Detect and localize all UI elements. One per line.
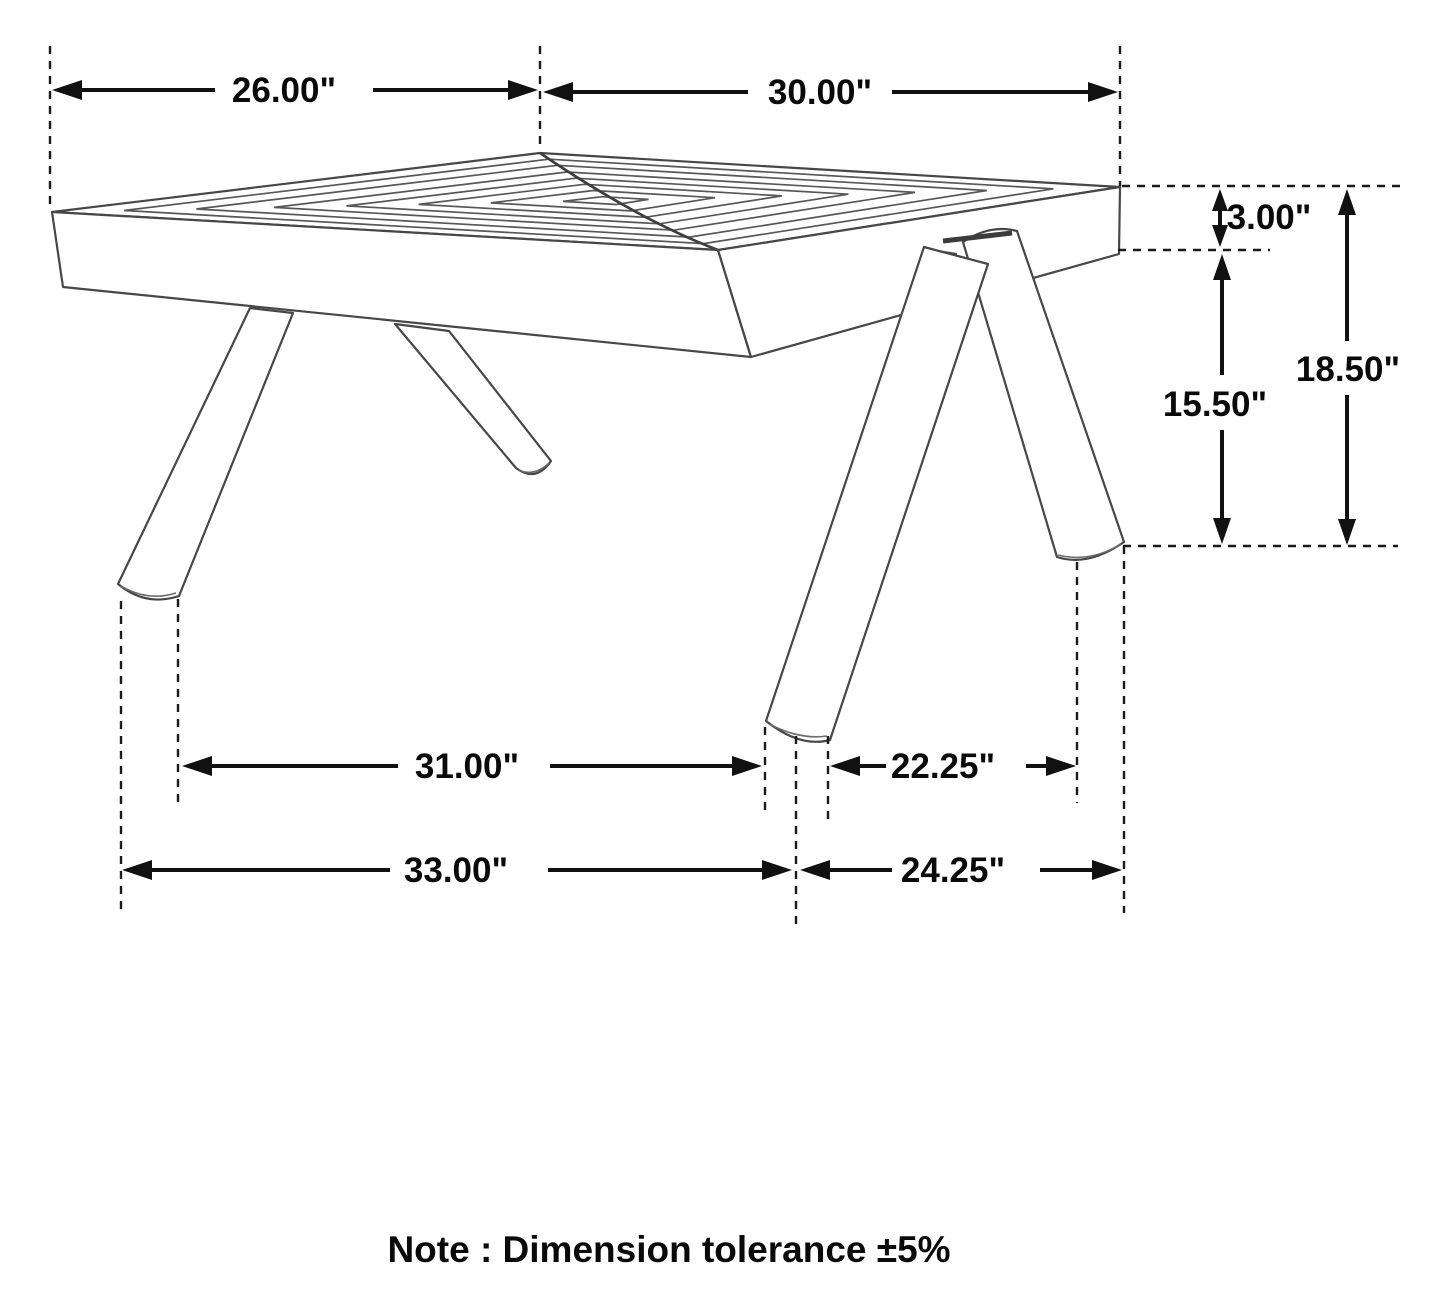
leg-cleat (942, 230, 1013, 244)
dimension-label-33: 33.00" (404, 851, 508, 890)
extension-lines (48, 46, 1400, 930)
parquet-frame-line (418, 183, 782, 219)
tabletop-parquet-pattern (124, 158, 1054, 245)
back-left-leg (393, 322, 553, 476)
front-left-foot (120, 585, 177, 598)
dimension-side-span-outer: 24.25" (800, 851, 1122, 890)
dimension-label-2425: 24.25" (901, 851, 1005, 890)
arrowhead-up-icon (1213, 254, 1231, 280)
dimension-overall-height: 18.50" (1296, 189, 1400, 545)
table-drawing (50, 151, 1126, 743)
arrowhead-up-icon (1338, 189, 1356, 215)
arrowhead-up-icon (1212, 189, 1228, 211)
dimension-label-2225: 22.25" (891, 747, 995, 786)
dimension-label-31: 31.00" (415, 747, 519, 786)
arrowhead-right-icon (508, 80, 538, 100)
dimension-label-26: 26.00" (232, 71, 336, 110)
dimension-front-span-outer: 33.00" (122, 851, 792, 890)
arrowhead-right-icon (1046, 756, 1076, 776)
tolerance-note: Note : Dimension tolerance ±5% (387, 1229, 950, 1270)
dimension-label-1850: 18.50" (1296, 350, 1400, 389)
dimension-underside-height: 15.50" (1163, 254, 1267, 544)
arrowhead-left-icon (830, 756, 860, 776)
arrowhead-left-icon (182, 756, 212, 776)
dimension-top-width: 30.00" (543, 73, 1118, 112)
front-right-foot (768, 723, 828, 738)
front-right-leg (764, 245, 990, 743)
back-right-foot (1057, 543, 1122, 559)
parquet-frame-line (196, 164, 987, 238)
arrowhead-right-icon (732, 756, 762, 776)
back-right-leg (961, 227, 1126, 561)
parquet-frame-line (562, 195, 649, 206)
parquet-frame-line (124, 158, 1054, 245)
dimension-top-thickness: 3.00" (1212, 189, 1311, 247)
dimension-label-30: 30.00" (768, 73, 872, 112)
arrowhead-down-icon (1212, 225, 1228, 247)
dimension-top-depth: 26.00" (52, 71, 538, 110)
parquet-frame-line (274, 171, 916, 232)
arrowhead-down-icon (1213, 518, 1231, 544)
arrowhead-down-icon (1338, 519, 1356, 545)
dimension-front-span-inner: 31.00" (182, 747, 762, 786)
arrowhead-right-icon (762, 860, 792, 880)
arrowhead-right-icon (1092, 860, 1122, 880)
parquet-frame-line (490, 189, 716, 212)
arrowhead-right-icon (1088, 82, 1118, 102)
parquet-frame-line (346, 177, 849, 225)
arrowhead-left-icon (543, 82, 573, 102)
arrowhead-left-icon (800, 860, 830, 880)
arrowhead-left-icon (122, 860, 152, 880)
back-left-foot (517, 462, 550, 474)
dimension-label-1550: 15.50" (1163, 385, 1267, 424)
tabletop-diagonal-seam (539, 151, 719, 252)
dimension-label-3: 3.00" (1227, 198, 1312, 237)
dimension-side-span-inner: 22.25" (830, 747, 1076, 786)
front-left-leg (116, 306, 295, 601)
arrowhead-left-icon (52, 80, 82, 100)
